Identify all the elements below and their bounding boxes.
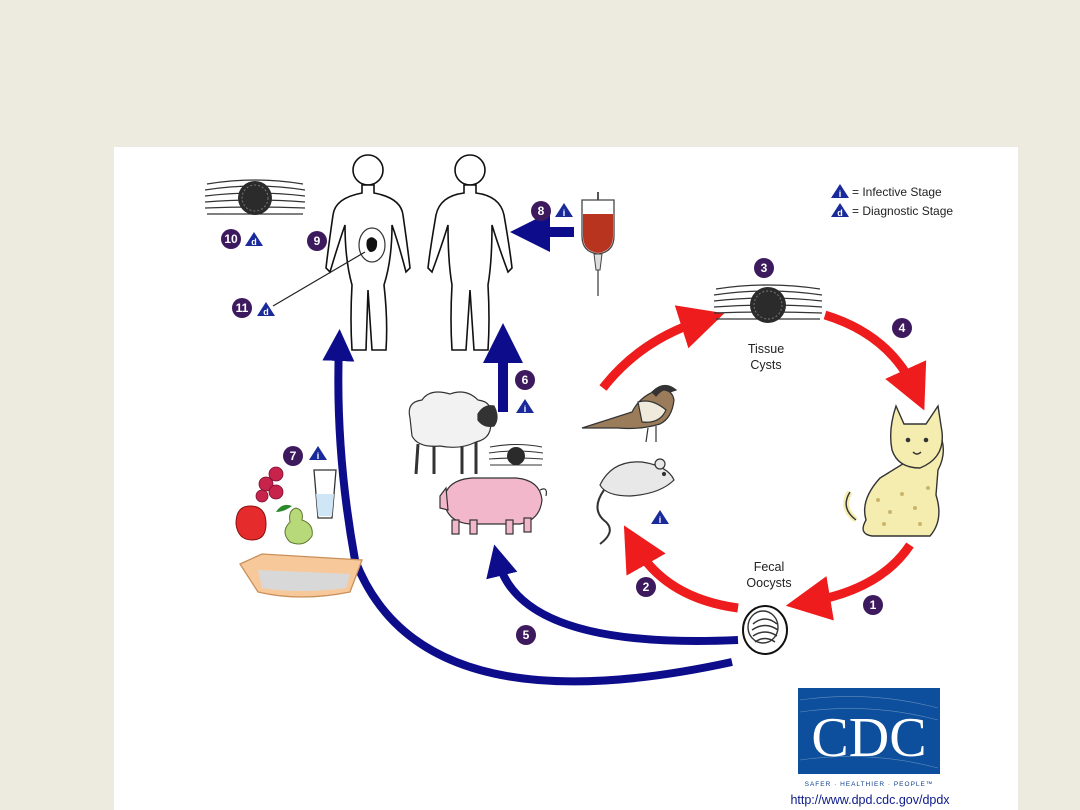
legend-infective-symbol: i — [839, 189, 842, 199]
pear-illustration — [284, 507, 313, 545]
step-badge-9: 9 — [307, 231, 327, 251]
bird-illustration — [581, 384, 678, 443]
human-male-figure — [427, 154, 513, 351]
infective-triangle-step7: i — [309, 446, 327, 461]
step-badge-7: 7 — [283, 446, 303, 466]
step-number-1: 1 — [870, 598, 877, 612]
legend-infective-label: = Infective Stage — [852, 185, 942, 199]
step-badge-2: 2 — [636, 577, 656, 597]
step-number-7: 7 — [290, 449, 297, 463]
step-badge-1: 1 — [863, 595, 883, 615]
legend-infective: i = Infective Stage — [831, 184, 942, 199]
meat-tissue-cyst — [488, 443, 544, 466]
red-cycle-arrows — [599, 305, 927, 621]
infective-triangle-step8: i — [555, 203, 573, 218]
step-number-10: 10 — [224, 232, 238, 246]
step-badge-5: 5 — [516, 625, 536, 645]
step-number-8: 8 — [538, 204, 545, 218]
arrow-oocysts-to-human — [322, 329, 733, 686]
tissue-cyst-human — [204, 179, 306, 215]
step-number-5: 5 — [523, 628, 530, 642]
triangle-label-step6: i — [524, 404, 527, 414]
blood-transfusion-bag — [581, 192, 615, 296]
tissue-cysts-label-line1: Tissue — [748, 342, 784, 356]
pig-illustration — [439, 477, 547, 535]
stage-triangles: i i i d d i — [245, 203, 669, 525]
raspberries-illustration — [255, 466, 284, 503]
legend-diagnostic-symbol: d — [837, 208, 843, 218]
legend: i = Infective Stage d = Diagnostic Stage — [831, 184, 953, 218]
step-number-4: 4 — [899, 321, 906, 335]
cdc-logo-slogan: SAFER · HEALTHIER · PEOPLE™ — [805, 781, 934, 788]
cdc-logo: CDC SAFER · HEALTHIER · PEOPLE™ — [798, 688, 940, 788]
tissue-cyst — [713, 284, 823, 323]
step-number-9: 9 — [314, 234, 321, 248]
fecal-oocyst — [742, 605, 788, 655]
apple-illustration — [235, 505, 267, 541]
step-badge-6: 6 — [515, 370, 535, 390]
fecal-oocysts-label-line2: Oocysts — [746, 576, 791, 590]
cdc-logo-text: CDC — [811, 707, 926, 769]
cdc-logo-box — [798, 688, 940, 774]
infective-triangle-step6: i — [516, 399, 534, 414]
step-badge-3: 3 — [754, 258, 774, 278]
triangle-label-step11: d — [263, 307, 269, 317]
step-badge-4: 4 — [892, 318, 912, 338]
legend-diagnostic-label: = Diagnostic Stage — [852, 204, 953, 218]
arrow-cysts-to-cat — [823, 310, 927, 411]
triangle-label-step8: i — [563, 208, 566, 218]
arrow-birds-to-cysts — [599, 305, 725, 391]
arrow-oocysts-to-rodent — [623, 525, 739, 613]
tissue-cysts-label-line2: Cysts — [750, 358, 781, 372]
diagnostic-triangle-step11: d — [257, 302, 275, 317]
step-number-2: 2 — [643, 580, 650, 594]
arrow-cat-to-oocysts — [785, 542, 914, 621]
contaminated-food-water-litter — [235, 466, 363, 598]
source-url[interactable]: http://www.dpd.cdc.gov/dpdx — [790, 793, 950, 807]
step-badge-8: 8 — [531, 201, 551, 221]
legend-diagnostic: d = Diagnostic Stage — [831, 203, 953, 218]
cat-illustration — [843, 404, 945, 537]
diagnostic-triangle-step10: d — [245, 232, 263, 247]
sheep-illustration — [408, 391, 498, 475]
step-number-11: 11 — [236, 301, 249, 315]
infective-triangle-rodent: i — [651, 510, 669, 525]
human-female-figure — [325, 154, 411, 351]
step-badge-10: 10 — [221, 229, 241, 249]
step-number-3: 3 — [761, 261, 768, 275]
fecal-oocysts-label-line1: Fecal — [754, 560, 785, 574]
triangle-label-rodent: i — [659, 515, 662, 525]
blue-transmission-arrows — [322, 212, 739, 686]
triangle-label-step10: d — [251, 237, 257, 247]
litter-box-illustration — [239, 553, 363, 598]
triangle-label-step7: i — [317, 451, 320, 461]
step-badges: 1 2 3 4 5 6 7 8 9 10 11 — [221, 201, 912, 645]
arrow-oocysts-to-pig — [486, 544, 739, 645]
step-number-6: 6 — [522, 373, 529, 387]
water-glass-illustration — [313, 469, 337, 519]
step-badge-11: 11 — [232, 298, 252, 318]
fetus-pointer-line — [272, 251, 366, 307]
rodent-illustration — [596, 458, 675, 545]
